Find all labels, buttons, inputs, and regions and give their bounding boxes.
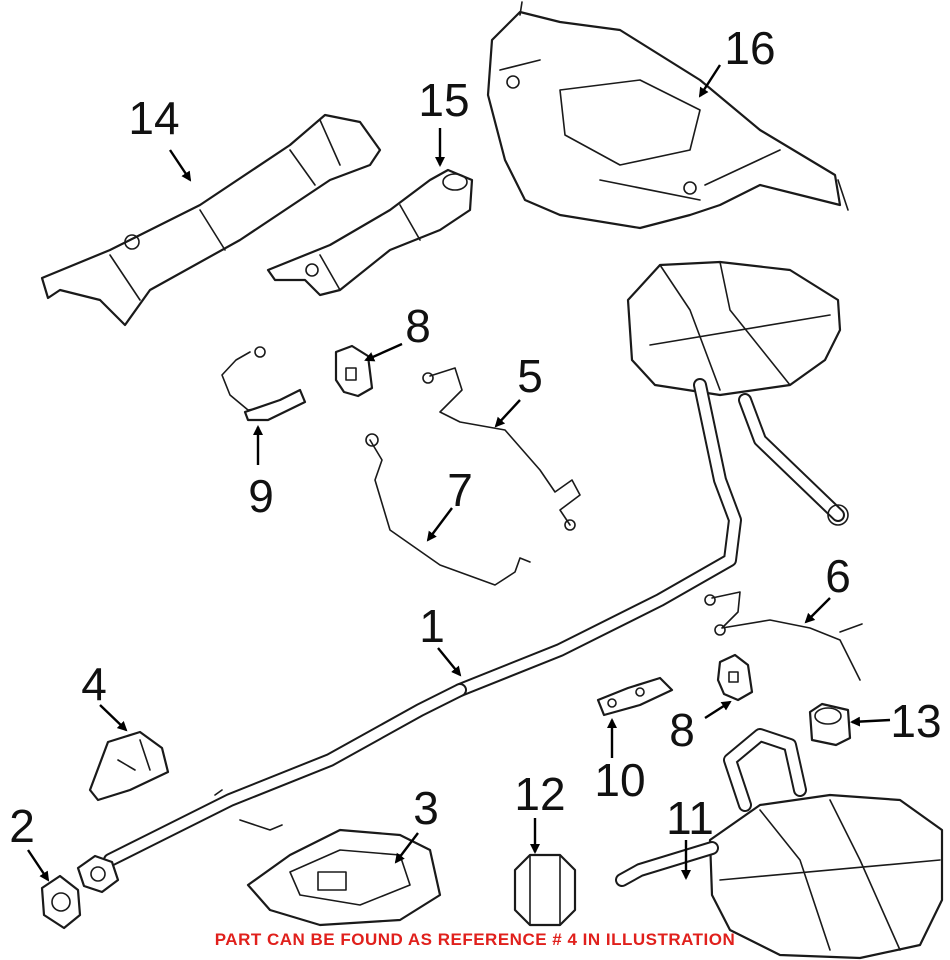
part-10-bracket: [596, 676, 674, 717]
part-13-bushing: [808, 702, 852, 747]
part-6-hanger-bracket: [704, 591, 863, 681]
part-4-hanger-bracket: [88, 730, 170, 802]
callout-12: 12: [514, 768, 565, 820]
callout-3: 3: [413, 782, 439, 834]
callout-10: 10: [594, 754, 645, 806]
callout-2: 2: [9, 800, 35, 852]
part-9-bracket: [221, 346, 307, 422]
part-8-upper-hanger: [334, 344, 374, 398]
callout-6: 6: [825, 550, 851, 602]
part-11-rear-muffler: [615, 728, 944, 960]
part-12-clamp: [513, 853, 577, 927]
callout-13: 13: [890, 695, 941, 747]
callout-16: 16: [724, 22, 775, 74]
callout-7: 7: [447, 464, 473, 516]
callout-15: 15: [418, 74, 469, 126]
part-8-lower-hanger: [716, 653, 754, 702]
reference-note: PART CAN BE FOUND AS REFERENCE # 4 IN IL…: [214, 930, 736, 949]
part-rear-muffler-assembly: [453, 260, 849, 697]
callout-5: 5: [517, 350, 543, 402]
callout-9: 9: [248, 470, 274, 522]
part-1-intermediate-pipe: [76, 683, 467, 894]
part-5-hanger-bracket: [422, 367, 581, 531]
callout-4: 4: [81, 658, 107, 710]
part-3-heat-shield-plate: [246, 828, 442, 927]
part-15-center-heat-shield: [266, 168, 474, 297]
part-14-front-heat-shield: [40, 113, 382, 327]
part-7-strap: [365, 433, 531, 586]
callout-labels: 16 14 15 8 5 9 7 6 1 4 8 13 10 3 12 11 2: [9, 22, 941, 852]
part-2-gasket: [40, 874, 82, 930]
callout-8-upper: 8: [405, 300, 431, 352]
callout-1: 1: [419, 600, 445, 652]
callout-14: 14: [128, 92, 179, 144]
callout-8-lower: 8: [669, 704, 695, 756]
part-16-rear-heat-shield: [486, 1, 849, 230]
callout-11: 11: [666, 792, 714, 844]
callout-arrows: [27, 64, 891, 882]
